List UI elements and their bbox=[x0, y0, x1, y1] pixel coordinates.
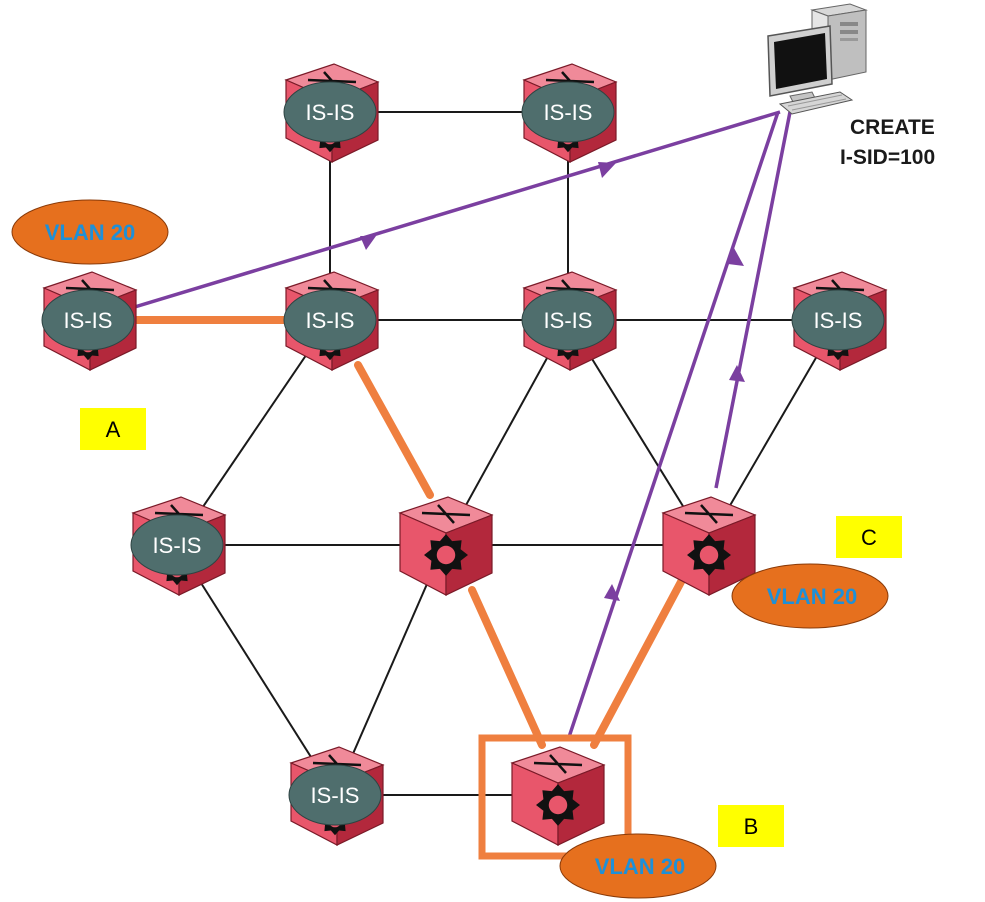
router-node-n3: IS-IS bbox=[41, 271, 138, 371]
router-node-n5: IS-IS bbox=[521, 271, 618, 371]
link bbox=[176, 544, 336, 796]
service-path-segment bbox=[354, 361, 434, 499]
arrowhead bbox=[604, 584, 620, 601]
isis-label: IS-IS bbox=[64, 308, 113, 333]
node-b-highlight-box bbox=[478, 734, 632, 860]
isis-label: IS-IS bbox=[544, 100, 593, 125]
service-path-segment bbox=[468, 586, 546, 749]
vlan-label: VLAN 20 bbox=[595, 854, 685, 879]
site-tag-b: B bbox=[718, 805, 784, 847]
router-node-n4: IS-IS bbox=[283, 271, 380, 371]
isis-label: IS-IS bbox=[306, 100, 355, 125]
site-tag-label: C bbox=[861, 525, 877, 550]
isis-badge bbox=[521, 81, 615, 143]
site-tag-c: C bbox=[836, 516, 902, 558]
router-node-n9 bbox=[661, 496, 757, 596]
vlan-badge-b: VLAN 20 bbox=[559, 833, 717, 899]
command-line-2: I-SID=100 bbox=[840, 146, 935, 169]
router-nodes: IS-IS IS-IS IS-IS IS-IS IS-IS IS-IS IS-IS IS-IS bbox=[41, 63, 888, 846]
service-path-segment bbox=[590, 576, 686, 749]
site-tag-label: B bbox=[744, 814, 759, 839]
command-line-1: CREATE bbox=[850, 116, 935, 139]
router-node-n2: IS-IS bbox=[521, 63, 618, 163]
arrowhead bbox=[360, 236, 376, 250]
vlan-badge-c: VLAN 20 bbox=[731, 563, 889, 629]
arrowhead bbox=[729, 365, 745, 382]
network-links bbox=[176, 111, 839, 796]
isis-badge bbox=[41, 289, 135, 351]
vlan-label: VLAN 20 bbox=[767, 584, 857, 609]
vlan-service-path bbox=[114, 316, 686, 749]
router-node-n7: IS-IS bbox=[130, 496, 227, 596]
isis-badge bbox=[288, 764, 382, 826]
vlan-label: VLAN 20 bbox=[45, 220, 135, 245]
router-node-n10: IS-IS bbox=[288, 746, 385, 846]
isis-badge bbox=[791, 289, 885, 351]
isis-label: IS-IS bbox=[306, 308, 355, 333]
site-tag-a: A bbox=[80, 408, 146, 450]
isis-label: IS-IS bbox=[311, 783, 360, 808]
vlan-badge-a: VLAN 20 bbox=[11, 199, 169, 265]
site-tag-label: A bbox=[106, 417, 121, 442]
isis-badge bbox=[283, 289, 377, 351]
isis-badge bbox=[283, 81, 377, 143]
provision-line-to-a bbox=[117, 110, 781, 314]
isis-badge bbox=[521, 289, 615, 351]
management-workstation-icon bbox=[767, 3, 868, 115]
router-node-n1: IS-IS bbox=[283, 63, 380, 163]
router-node-n8 bbox=[398, 496, 494, 596]
isis-label: IS-IS bbox=[814, 308, 863, 333]
arrowhead bbox=[728, 248, 744, 266]
provision-line-to-c bbox=[714, 111, 792, 489]
isis-label: IS-IS bbox=[153, 533, 202, 558]
provision-line-to-b bbox=[566, 111, 780, 741]
provisioning-paths bbox=[117, 110, 792, 741]
arrowhead bbox=[598, 162, 616, 178]
isis-label: IS-IS bbox=[544, 308, 593, 333]
router-node-n6: IS-IS bbox=[791, 271, 888, 371]
isis-badge bbox=[130, 514, 224, 576]
router-node-n11 bbox=[510, 746, 606, 846]
